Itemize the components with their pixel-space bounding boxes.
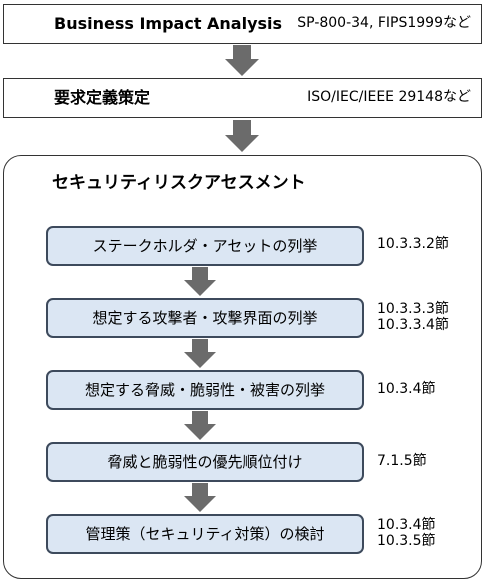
step3-ref-1: 10.3.4節: [377, 381, 436, 397]
step2-ref-2: 10.3.3.4節: [377, 317, 449, 333]
step5-ref-2: 10.3.5節: [377, 533, 436, 549]
arrow-step1-to-step2: [184, 267, 216, 296]
step-controls-review: 管理策（セキュリティ対策）の検討: [46, 514, 364, 554]
step4-ref-1: 7.1.5節: [377, 453, 427, 469]
step-threat-vulnerability-damage: 想定する脅威・脆弱性・被害の列挙: [46, 370, 364, 410]
step-prioritization: 脅威と脆弱性の優先順位付け: [46, 442, 364, 482]
step-stakeholder-asset: ステークホルダ・アセットの列挙: [46, 226, 364, 266]
arrow-step3-to-step4: [184, 411, 216, 440]
step1-ref-1: 10.3.3.2節: [377, 236, 449, 252]
requirements-title: 要求定義策定: [54, 88, 151, 107]
risk-assessment-frame: [3, 155, 482, 579]
step5-reference: 10.3.4節 10.3.5節: [377, 517, 436, 549]
step5-ref-1: 10.3.4節: [377, 517, 436, 533]
step1-reference: 10.3.3.2節: [377, 236, 449, 252]
bia-box: Business Impact Analysis SP-800-34, FIPS…: [3, 4, 482, 44]
risk-assessment-title: セキュリティリスクアセスメント: [52, 173, 306, 193]
requirements-reference: ISO/IEC/IEEE 29148など: [307, 89, 471, 105]
step4-reference: 7.1.5節: [377, 453, 427, 469]
step2-reference: 10.3.3.3節 10.3.3.4節: [377, 301, 449, 333]
requirements-box: 要求定義策定 ISO/IEC/IEEE 29148など: [3, 78, 482, 118]
step-attacker-surface: 想定する攻撃者・攻撃界面の列挙: [46, 298, 364, 338]
arrow-step4-to-step5: [184, 483, 216, 512]
arrow-requirements-to-assessment: [225, 120, 259, 152]
bia-reference: SP-800-34, FIPS1999など: [297, 15, 471, 31]
bia-title: Business Impact Analysis: [54, 14, 283, 33]
step2-ref-1: 10.3.3.3節: [377, 301, 449, 317]
step3-reference: 10.3.4節: [377, 381, 436, 397]
arrow-bia-to-requirements: [225, 45, 259, 76]
arrow-step2-to-step3: [184, 339, 216, 368]
